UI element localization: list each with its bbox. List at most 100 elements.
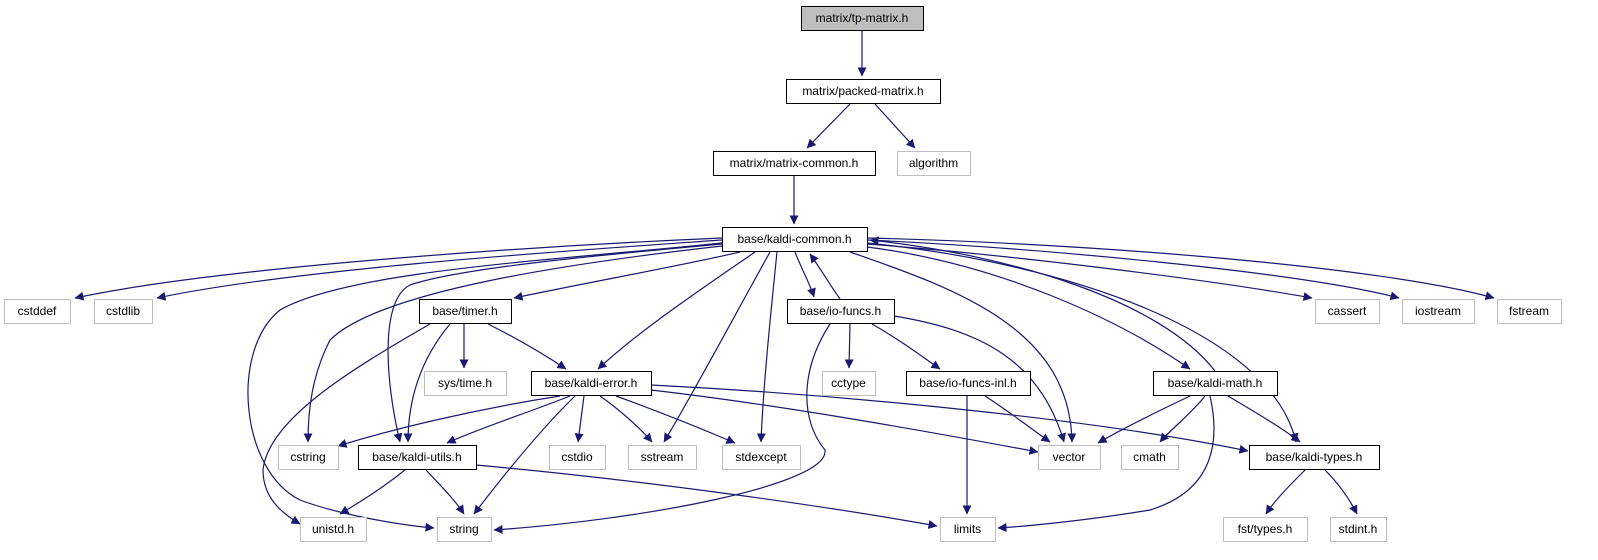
node-label: base/kaldi-math.h <box>1168 376 1263 390</box>
edge-timer-to-unistd <box>262 323 431 525</box>
node-label: matrix/packed-matrix.h <box>802 84 923 98</box>
node-label: cstddef <box>18 304 57 318</box>
edge-timer-to-kaldierror <box>487 323 567 370</box>
edge-iofuncs-to-kaldicommon <box>809 253 841 300</box>
node-label: matrix/matrix-common.h <box>730 156 859 170</box>
edge-iofuncs-to-string <box>493 323 831 534</box>
node-unistd: unistd.h <box>300 517 367 542</box>
edge-kaldierror-to-vector <box>650 389 1039 455</box>
edge-kaldierror-to-string <box>473 395 576 515</box>
edge-kaldicommon-to-cassert <box>866 243 1313 301</box>
node-box <box>1121 445 1179 470</box>
node-label: base/kaldi-utils.h <box>372 450 461 464</box>
node-label: vector <box>1053 450 1086 464</box>
node-box <box>437 517 492 542</box>
node-fsttypes: fst/types.h <box>1223 517 1308 542</box>
edge-kaldiutils-to-limits <box>475 464 938 529</box>
node-box <box>358 445 477 470</box>
edge-iofuncsinl-to-vector <box>984 395 1051 443</box>
node-cassert: cassert <box>1315 299 1380 324</box>
edge-kaldicommon-to-timer <box>513 251 741 301</box>
node-label: base/kaldi-types.h <box>1266 450 1363 464</box>
node-box <box>4 299 71 324</box>
node-box <box>549 445 606 470</box>
edge-kaldicommon-to-kaldierror <box>597 251 756 370</box>
node-label: cmath <box>1133 450 1166 464</box>
node-box <box>713 151 876 176</box>
node-box <box>822 371 876 396</box>
edge-iofuncs-to-cctype <box>844 323 854 369</box>
node-label: unistd.h <box>312 522 354 536</box>
edge-iofuncs-to-vector <box>893 315 1066 443</box>
edge-kaldicommon-to-stdexcept <box>756 251 778 443</box>
node-string: string <box>437 517 492 542</box>
node-box <box>787 299 895 324</box>
node-label: sys/time.h <box>438 376 492 390</box>
node-label: sstream <box>641 450 684 464</box>
node-box <box>531 371 652 396</box>
node-kaldiutils[interactable]: base/kaldi-utils.h <box>358 445 477 470</box>
node-label: base/io-funcs.h <box>800 304 881 318</box>
edge-kaldicommon-to-kalditypes <box>866 242 1299 443</box>
node-tpmatrix[interactable]: matrix/tp-matrix.h <box>801 6 924 31</box>
edge-kaldimath-to-cmath <box>1159 395 1206 443</box>
node-kaldierror[interactable]: base/kaldi-error.h <box>531 371 652 396</box>
node-label: fst/types.h <box>1238 522 1293 536</box>
node-kaldimath[interactable]: base/kaldi-math.h <box>1153 371 1278 396</box>
node-label: iostream <box>1415 304 1461 318</box>
node-cstdlib: cstdlib <box>94 299 153 324</box>
edge-kaldicommon-to-cstdlib <box>156 239 723 301</box>
node-box <box>1038 445 1101 470</box>
node-box <box>722 227 868 252</box>
node-label: stdint.h <box>1339 522 1378 536</box>
node-box <box>897 151 971 176</box>
node-box <box>1249 445 1380 470</box>
node-cstring: cstring <box>278 445 339 470</box>
edge-kaldiutils-to-unistd <box>339 469 406 515</box>
node-packed[interactable]: matrix/packed-matrix.h <box>786 79 941 104</box>
edge-kaldicommon-to-iostream <box>866 239 1400 301</box>
edge-packed-to-matcommon <box>806 103 851 149</box>
node-label: algorithm <box>909 156 958 170</box>
node-label: stdexcept <box>735 450 787 464</box>
node-box <box>906 371 1031 396</box>
edge-kaldicommon-to-cstring <box>303 245 723 443</box>
edge-kaldimath-to-kaldicommon <box>869 236 1216 372</box>
node-cmath: cmath <box>1121 445 1179 470</box>
edge-kaldicommon-to-cstddef <box>74 237 723 301</box>
node-label: string <box>449 522 478 536</box>
node-cstdio: cstdio <box>549 445 606 470</box>
node-box <box>722 445 801 470</box>
node-iofuncs[interactable]: base/io-funcs.h <box>787 299 895 324</box>
node-kalditypes[interactable]: base/kaldi-types.h <box>1249 445 1380 470</box>
edge-kaldierror-to-kalditypes <box>650 384 1249 454</box>
edge-packed-to-algorithm <box>874 103 916 149</box>
node-box <box>1153 371 1278 396</box>
edge-kaldimath-to-limits <box>997 395 1215 532</box>
edge-kaldierror-to-cstdio <box>574 395 585 443</box>
node-timer[interactable]: base/timer.h <box>419 299 512 324</box>
edge-kaldiutils-to-string <box>425 469 465 515</box>
node-box <box>1315 299 1380 324</box>
node-systime: sys/time.h <box>424 371 507 396</box>
node-label: base/kaldi-error.h <box>545 376 638 390</box>
node-kaldicommon[interactable]: base/kaldi-common.h <box>722 227 868 252</box>
node-stdint: stdint.h <box>1330 517 1387 542</box>
edge-kaldimath-to-kalditypes <box>1227 395 1301 443</box>
node-matcommon[interactable]: matrix/matrix-common.h <box>713 151 876 176</box>
edge-kaldicommon-to-iofuncs <box>794 251 816 298</box>
node-label: cctype <box>831 376 866 390</box>
node-label: base/io-funcs-inl.h <box>919 376 1016 390</box>
node-label: cstdlib <box>106 304 140 318</box>
node-vector: vector <box>1038 445 1101 470</box>
node-box <box>94 299 153 324</box>
node-box <box>278 445 339 470</box>
node-label: cstdio <box>561 450 593 464</box>
node-iofuncsinl[interactable]: base/io-funcs-inl.h <box>906 371 1031 396</box>
node-label: limits <box>954 522 981 536</box>
node-stdexcept: stdexcept <box>722 445 801 470</box>
edge-kaldicommon-to-vector <box>849 251 1077 443</box>
node-box <box>1330 517 1387 542</box>
edges-layer <box>74 31 1495 534</box>
